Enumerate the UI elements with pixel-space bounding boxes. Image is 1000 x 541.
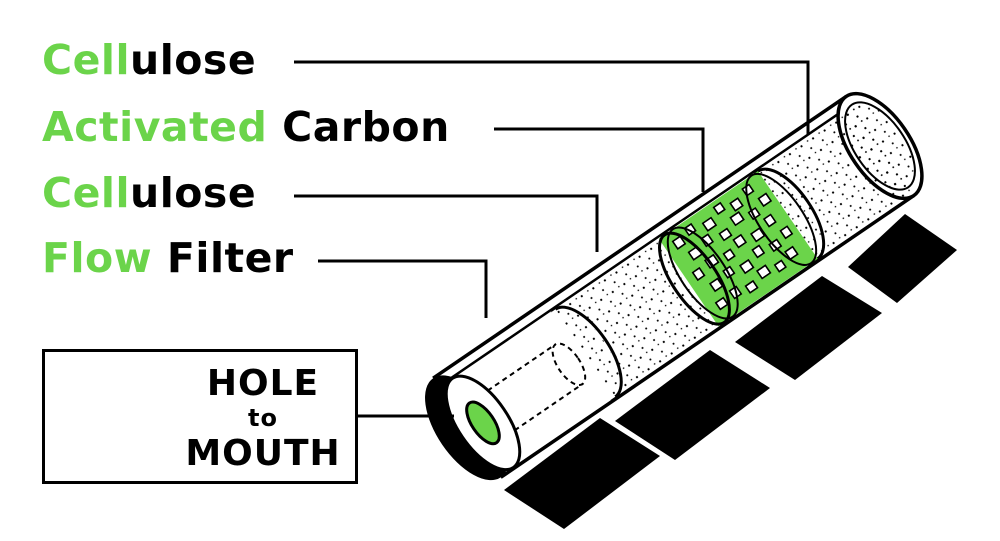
shadow-plates [504, 214, 957, 529]
carbon-granule [671, 235, 687, 250]
label-cellulose-top: Cellulose [42, 40, 256, 81]
to-label: to [248, 404, 278, 432]
label-activated-carbon: Activated Carbon [42, 107, 450, 148]
carbon-granule [700, 233, 715, 248]
label-flow-filter-accent: Flow [42, 234, 167, 282]
flow-filter-bore-end [551, 342, 587, 387]
carbon-granule [779, 225, 794, 240]
leader-line-cellulose-top [294, 60, 810, 134]
segment-activated-carbon [658, 171, 818, 327]
carbon-granule [712, 201, 726, 216]
shadow-plate [848, 214, 957, 303]
shadow-plate [615, 350, 770, 460]
carbon-granule [729, 197, 744, 212]
carbon-granule [732, 233, 748, 249]
hole-label: HOLE [206, 363, 320, 404]
leader-lines [294, 60, 810, 418]
segment-cellulose-far [757, 106, 913, 259]
label-flow-filter: Flow Filter [42, 238, 294, 279]
tube-top-edge [432, 94, 848, 380]
carbon-granule [750, 227, 766, 243]
carbon-granule [714, 296, 729, 311]
label-cellulose-middle-accent: Cell [42, 169, 131, 217]
label-activated-carbon-rest: Carbon [282, 103, 450, 151]
carbon-granule [744, 279, 759, 294]
hole-to-mouth-box: HOLE to MOUTH [42, 349, 358, 484]
flow-filter-bore [472, 343, 583, 442]
carbon-ring [745, 172, 818, 266]
carbon-granule [757, 192, 773, 208]
label-cellulose-top-rest: ulose [130, 36, 257, 84]
carbon-granule [751, 244, 766, 259]
shadow-plate [504, 418, 660, 529]
label-activated-carbon-accent: Activated [42, 103, 283, 151]
carbon-granule [701, 216, 718, 232]
shadow-plate [735, 276, 882, 380]
leader-line-activated-carbon [494, 127, 705, 192]
carbon-granule [738, 258, 755, 275]
filter-tube [425, 91, 924, 481]
label-cellulose-top-accent: Cell [42, 36, 131, 84]
carbon-granule [691, 266, 706, 282]
label-cellulose-middle-rest: ulose [130, 169, 257, 217]
label-cellulose-middle: Cellulose [42, 173, 256, 214]
carbon-granule [708, 277, 724, 293]
flow-filter-hole [465, 400, 501, 446]
carbon-granule [703, 253, 720, 270]
carbon-granule [729, 211, 745, 227]
carbon-granule [718, 227, 733, 242]
tube-bottom-edge [499, 194, 915, 479]
carbon-granule [722, 248, 736, 262]
tube-top-wall [438, 103, 853, 388]
leader-line-cellulose-middle [294, 194, 599, 252]
carbon-granule [784, 245, 799, 261]
carbon-granule [762, 213, 777, 228]
carbon-granule [773, 259, 787, 273]
carbon-granule [755, 264, 772, 280]
leader-line-flow-filter [318, 259, 488, 318]
carbon-granules [671, 183, 799, 311]
label-flow-filter-rest: Filter [166, 234, 294, 282]
mouth-label: MOUTH [185, 433, 341, 474]
